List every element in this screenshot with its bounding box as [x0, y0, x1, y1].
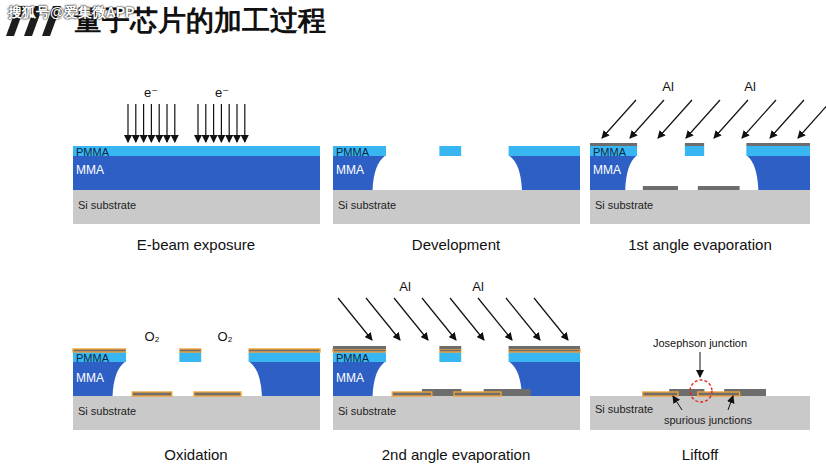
label: e⁻	[215, 86, 229, 100]
label: Al	[662, 80, 674, 94]
label: Al	[744, 80, 756, 94]
label: PMMA	[593, 146, 626, 158]
label: 1st angle evaporation	[628, 237, 771, 254]
label: Al	[472, 280, 484, 294]
label: Al	[399, 280, 411, 294]
label: Si substrate	[595, 199, 653, 211]
label: Si substrate	[595, 403, 653, 415]
label: spurious junctions	[664, 414, 752, 426]
label: Si substrate	[338, 405, 396, 417]
label: Liftoff	[682, 447, 718, 464]
label: Si substrate	[338, 199, 396, 211]
label: E-beam exposure	[137, 237, 255, 254]
label: O₂	[217, 330, 232, 344]
label: PMMA	[336, 146, 369, 158]
label: 2nd angle evaporation	[382, 447, 530, 464]
label: MMA	[336, 372, 364, 385]
label: MMA	[76, 164, 104, 177]
watermark: 搜狐号@爱集微APP	[8, 5, 134, 20]
label: O₂	[144, 330, 159, 344]
label: e⁻	[144, 86, 158, 100]
label: Development	[412, 237, 500, 254]
label: MMA	[76, 372, 104, 385]
label: Josephson junction	[653, 337, 747, 349]
label: MMA	[336, 164, 364, 177]
label: MMA	[593, 164, 621, 177]
label: Si substrate	[78, 405, 136, 417]
label: PMMA	[76, 146, 109, 158]
label: Si substrate	[78, 199, 136, 211]
label: Oxidation	[164, 447, 227, 464]
label: PMMA	[336, 352, 369, 364]
label: PMMA	[76, 352, 109, 364]
